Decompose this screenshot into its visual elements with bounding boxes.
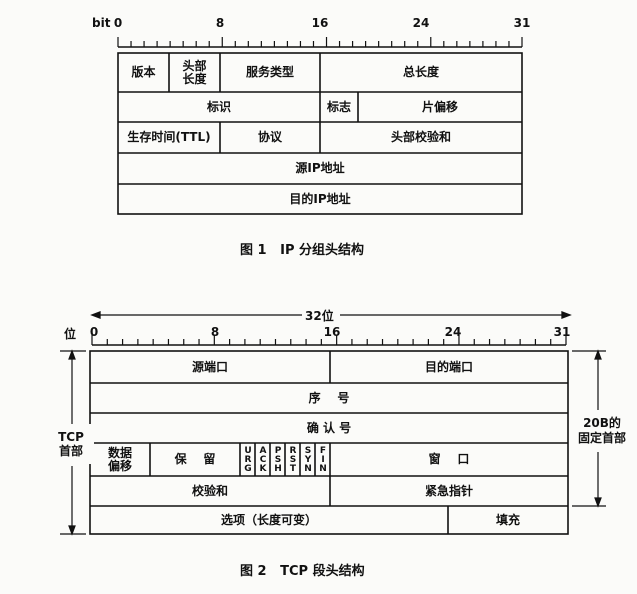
flag-fin-text: FIN <box>318 446 328 473</box>
header-length-field: 头部 长度 <box>169 53 220 92</box>
flag-urg: URG <box>240 443 255 476</box>
flag-psh-text: PSH <box>273 446 283 473</box>
ttl-field: 生存时间(TTL) <box>127 130 211 144</box>
checksum-field: 校验和 <box>191 483 228 498</box>
tcp-header-side-label: TCP 首部 <box>48 424 94 464</box>
header-checksum-field: 头部校验和 <box>390 130 451 144</box>
bit-label: bit <box>92 16 111 30</box>
flag-ack-text: ACK <box>258 446 268 473</box>
urgent-pointer-field: 紧急指针 <box>424 483 473 498</box>
sequence-number-field: 序 号 <box>308 390 350 405</box>
identification-field: 标识 <box>206 99 231 114</box>
width-arrow <box>90 311 572 319</box>
data-offset-field: 数据 偏移 <box>90 443 150 476</box>
fixed-header-side-label: 20B的 固定首部 <box>570 410 634 452</box>
ruler-num-8: 8 <box>215 16 225 30</box>
flag-syn-text: SYN <box>303 446 313 473</box>
flag-psh: PSH <box>270 443 285 476</box>
ruler-num-8: 8 <box>210 325 220 339</box>
flag-rst-text: RST <box>288 446 298 473</box>
flag-rst: RST <box>285 443 300 476</box>
tcp-header-side-text: TCP 首部 <box>58 430 84 458</box>
bit-label: 位 <box>64 327 77 341</box>
source-port-field: 源端口 <box>191 359 228 374</box>
protocol-field: 协议 <box>257 130 282 144</box>
dest-port-field: 目的端口 <box>424 359 473 374</box>
flag-syn: SYN <box>300 443 315 476</box>
version-field: 版本 <box>131 65 156 79</box>
flag-ack: ACK <box>255 443 270 476</box>
data-offset-text: 数据 偏移 <box>107 445 132 473</box>
ruler-num-31: 31 <box>513 16 531 30</box>
ruler-num-16: 16 <box>311 16 329 30</box>
fragment-offset-field: 片偏移 <box>421 99 458 114</box>
reserved-field: 保 留 <box>174 452 216 466</box>
source-ip-field: 源IP地址 <box>295 161 345 175</box>
total-length-field: 总长度 <box>402 65 439 79</box>
service-type-field: 服务类型 <box>245 65 294 79</box>
bit-ruler <box>91 335 567 346</box>
width-label: 32位 <box>305 309 334 323</box>
ruler-num-24: 24 <box>412 16 430 30</box>
window-field: 窗 口 <box>428 452 470 466</box>
ip-header-grid <box>117 52 523 215</box>
ack-number-field: 确 认 号 <box>306 420 352 435</box>
figure-2-caption: 图 2 TCP 段头结构 <box>240 564 365 579</box>
bit-ruler <box>117 37 523 48</box>
ruler-num-24: 24 <box>444 325 462 339</box>
header-length-text: 头部 长度 <box>182 58 207 86</box>
flag-urg-text: URG <box>243 446 253 473</box>
figure-1-caption: 图 1 IP 分组头结构 <box>240 243 365 258</box>
flag-fin: FIN <box>315 443 330 476</box>
flags-field: 标志 <box>326 99 351 114</box>
dest-ip-field: 目的IP地址 <box>289 191 351 206</box>
options-field: 选项（长度可变） <box>220 512 317 527</box>
ruler-num-0: 0 <box>89 325 99 339</box>
tcp-header-grid <box>60 349 606 536</box>
padding-field: 填充 <box>495 512 520 527</box>
ruler-num-0: 0 <box>113 16 123 30</box>
fixed-header-side-text: 20B的 固定首部 <box>577 416 626 445</box>
